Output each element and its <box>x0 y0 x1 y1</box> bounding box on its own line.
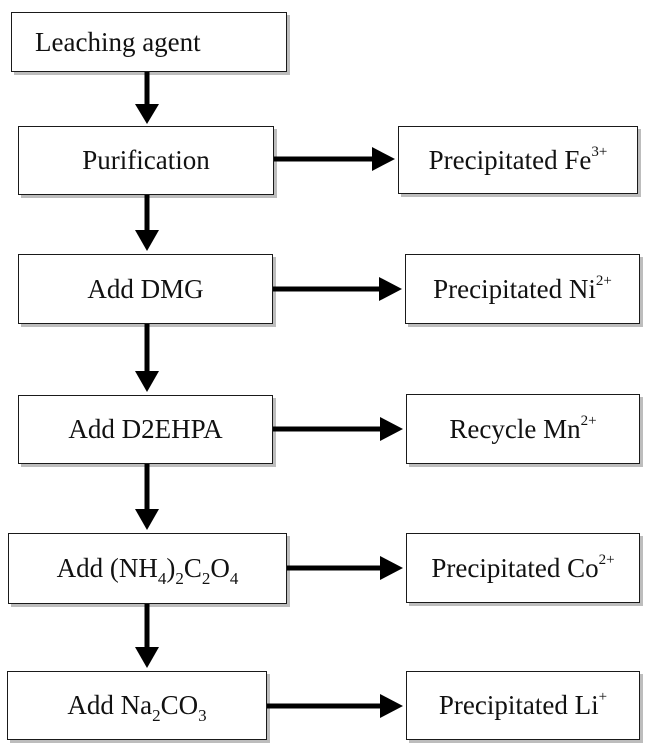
output-ni-label: Precipitated Ni2+ <box>433 272 612 304</box>
arrow-oxalate-to-carbonate <box>135 604 159 668</box>
step-add-sodium-carbonate: Add Na2CO3 <box>7 671 267 740</box>
step-add-d2ehpa: Add D2EHPA <box>18 395 273 464</box>
step-add-sodium-carbonate-label: Add Na2CO3 <box>67 690 207 725</box>
step-leaching-agent: Leaching agent <box>11 12 287 72</box>
output-li-label: Precipitated Li+ <box>438 689 608 720</box>
step-add-dmg: Add DMG <box>18 254 273 324</box>
arrow-leaching-to-purification <box>135 72 159 124</box>
step-add-ammonium-oxalate-label: Add (NH4)2C2O4 <box>56 553 239 588</box>
output-co-label: Precipitated Co2+ <box>431 551 615 583</box>
arrow-d2ehpa-to-mn <box>273 417 403 441</box>
step-add-ammonium-oxalate: Add (NH4)2C2O4 <box>8 533 287 604</box>
output-fe: Precipitated Fe3+ <box>398 126 638 194</box>
arrow-d2ehpa-to-oxalate <box>135 464 159 530</box>
arrow-dmg-to-d2ehpa <box>135 324 159 392</box>
output-mn-label: Recycle Mn2+ <box>449 412 597 444</box>
output-fe-label: Precipitated Fe3+ <box>428 143 608 175</box>
step-add-d2ehpa-label: Add D2EHPA <box>68 414 223 444</box>
arrow-purification-to-fe <box>274 147 395 171</box>
arrow-carbonate-to-li <box>267 694 403 718</box>
step-leaching-agent-label: Leaching agent <box>35 26 201 57</box>
step-add-dmg-label: Add DMG <box>87 273 204 304</box>
step-purification: Purification <box>18 126 274 195</box>
output-li: Precipitated Li+ <box>406 671 640 740</box>
arrow-dmg-to-ni <box>273 277 402 301</box>
step-purification-label: Purification <box>82 145 210 175</box>
output-mn: Recycle Mn2+ <box>406 394 640 464</box>
arrow-oxalate-to-co <box>287 556 403 580</box>
output-ni: Precipitated Ni2+ <box>405 254 640 324</box>
output-co: Precipitated Co2+ <box>406 533 640 603</box>
arrow-purification-to-dmg <box>135 195 159 251</box>
